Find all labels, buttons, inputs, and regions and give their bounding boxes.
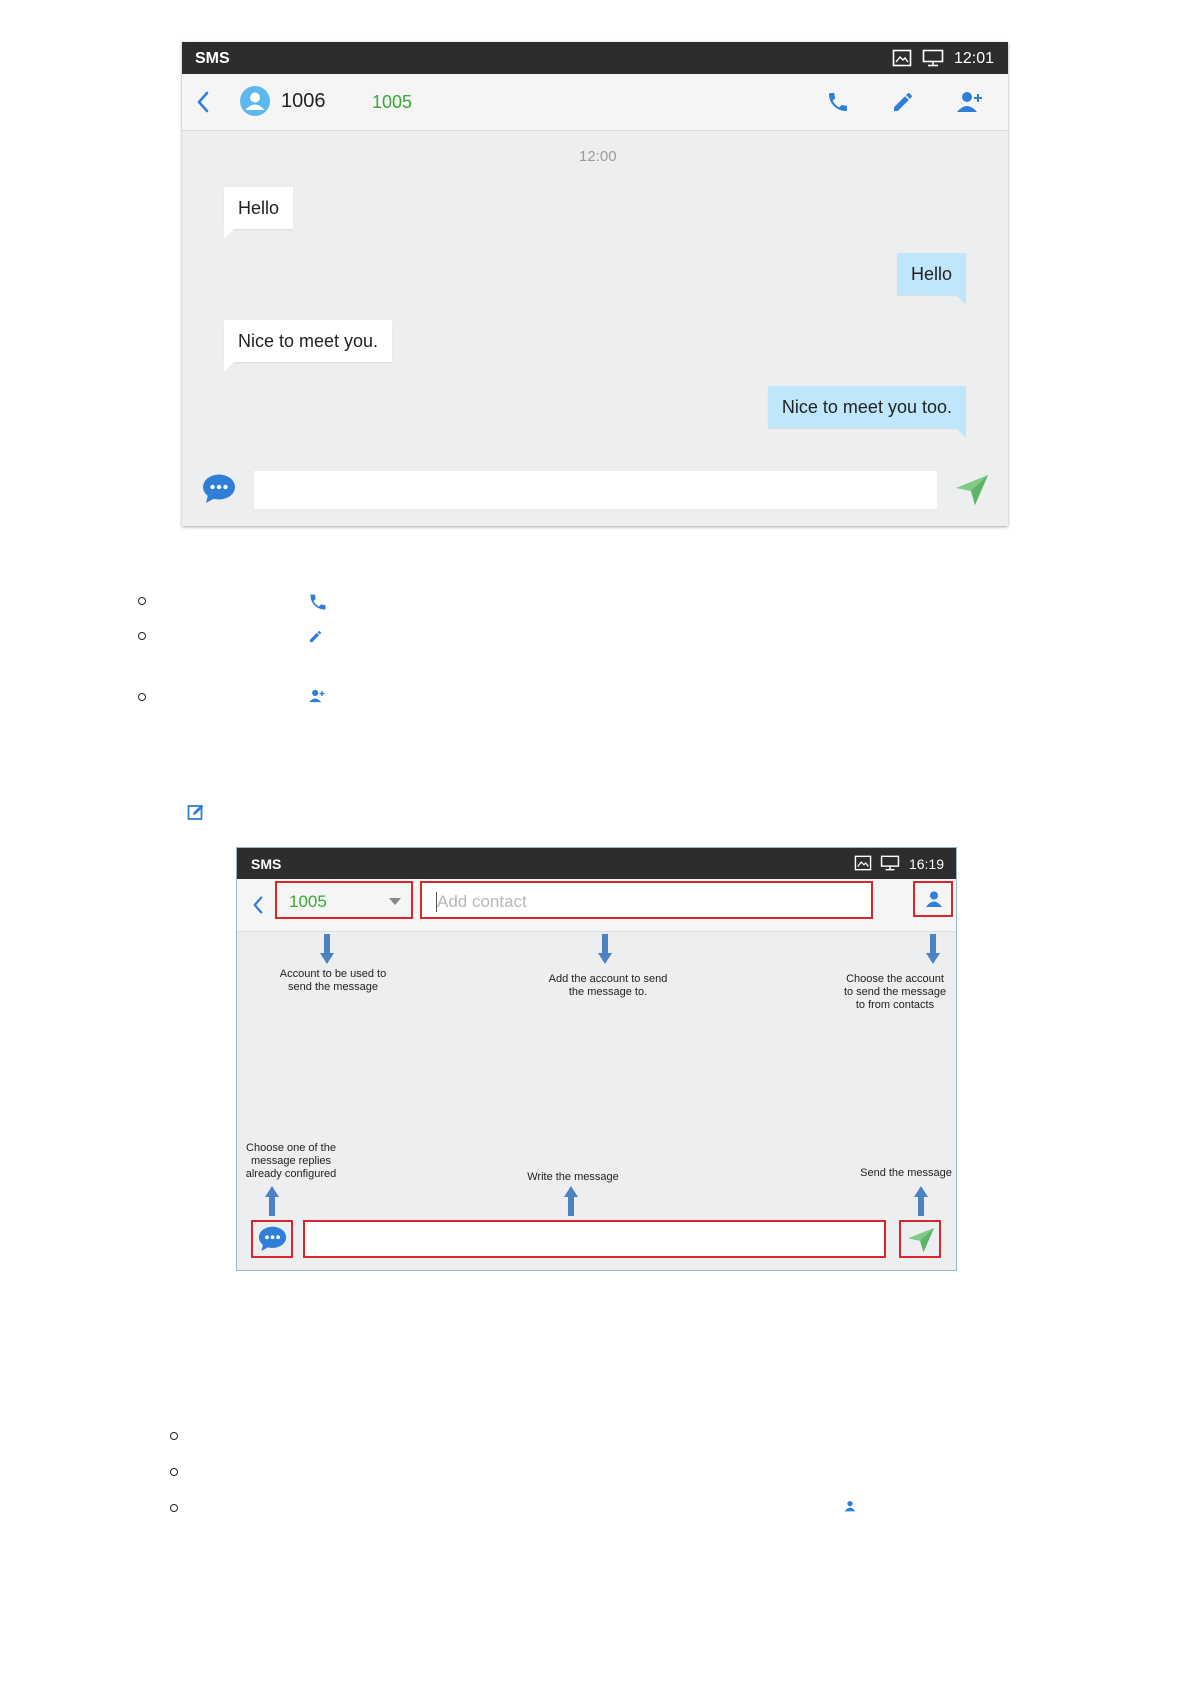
annotation-quick-reply: Choose one of the message replies alread… (241, 1142, 341, 1181)
arrow-up-icon (914, 1186, 928, 1216)
chevron-down-icon (389, 898, 401, 905)
annotation-write: Write the message (513, 1171, 633, 1184)
list-bullet (138, 693, 146, 701)
annotation-line: message replies (250, 1155, 332, 1167)
annotation-line: Choose the account (846, 973, 944, 985)
picture-icon (854, 855, 872, 871)
annotation-line: Add the account to send (548, 973, 668, 985)
new-message-header: 1005 Add contact (237, 879, 956, 932)
annotation-line: Choose one of the (246, 1142, 336, 1154)
message-input[interactable] (254, 471, 937, 509)
person-icon (925, 890, 943, 908)
monitor-icon (880, 855, 900, 871)
send-icon[interactable] (955, 474, 989, 506)
list-bullet (138, 632, 146, 640)
annotation-line: the message to. (568, 986, 648, 998)
list-bullet (138, 597, 146, 605)
chat-bubble-icon[interactable] (202, 474, 236, 504)
annotation-line: to from contacts (855, 999, 935, 1011)
message-input[interactable] (303, 1220, 886, 1258)
arrow-down-icon (320, 934, 334, 964)
annotation-line: Account to be used to (279, 968, 387, 980)
list-bullet (170, 1468, 178, 1476)
send-button[interactable] (899, 1220, 941, 1258)
annotation-line: to send the message (843, 986, 947, 998)
send-icon (907, 1227, 935, 1253)
compose-icon (187, 803, 205, 821)
contacts-button[interactable] (913, 881, 953, 917)
annotation-line: Write the message (527, 1171, 619, 1183)
message-timestamp: 12:00 (579, 148, 617, 165)
pencil-icon (308, 629, 323, 644)
pencil-icon[interactable] (891, 90, 915, 114)
arrow-up-icon (564, 1186, 578, 1216)
account-select[interactable]: 1005 (275, 881, 413, 919)
person-icon (844, 1500, 856, 1512)
arrow-down-icon (926, 934, 940, 964)
arrow-up-icon (265, 1186, 279, 1216)
status-bar-time: 16:19 (908, 856, 944, 872)
conversation-header: 1006 1005 (182, 74, 1008, 131)
status-bar-title: SMS (195, 50, 230, 67)
list-bullet (170, 1504, 178, 1512)
message-text: Hello (910, 264, 952, 284)
annotation-choose-contact: Choose the account to send the message t… (837, 973, 953, 1012)
account-select-value: 1005 (289, 892, 327, 911)
contact-name: 1006 (281, 90, 326, 112)
message-text: Nice to meet you. (238, 331, 379, 351)
account-number: 1005 (372, 92, 413, 112)
new-sms-screenshot: SMS 16:19 1005 Add contact (236, 847, 957, 1271)
outgoing-message: Hello (896, 253, 966, 305)
arrow-down-icon (598, 934, 612, 964)
list-bullet (170, 1432, 178, 1440)
chat-bubble-icon (258, 1226, 287, 1252)
status-bar: SMS 12:01 (182, 42, 1008, 74)
message-text: Nice to meet you too. (781, 397, 952, 417)
sms-conversation-screenshot: SMS 12:01 1006 1005 12:00 Hello Hello (182, 42, 1008, 526)
text-cursor (436, 892, 437, 912)
status-bar-time: 12:01 (953, 50, 994, 67)
annotation-send: Send the message (856, 1167, 956, 1180)
incoming-message: Hello (224, 187, 294, 239)
add-user-icon[interactable] (956, 89, 984, 115)
picture-icon (892, 49, 912, 67)
chevron-left-icon[interactable] (252, 895, 264, 915)
add-contact-placeholder: Add contact (437, 892, 527, 911)
status-bar: SMS 16:19 (237, 848, 956, 879)
incoming-message: Nice to meet you. (224, 320, 393, 372)
annotation-line: send the message (288, 981, 378, 993)
annotation-line: Send the message (860, 1167, 952, 1179)
annotation-account: Account to be used to send the message (269, 968, 397, 994)
quick-reply-button[interactable] (251, 1220, 293, 1258)
phone-icon (308, 592, 328, 612)
add-contact-input[interactable]: Add contact (420, 881, 873, 919)
phone-icon[interactable] (826, 90, 850, 114)
add-user-icon (308, 688, 326, 704)
monitor-icon (922, 49, 944, 67)
user-avatar-icon (240, 86, 270, 116)
chevron-left-icon[interactable] (196, 90, 210, 114)
outgoing-message: Nice to meet you too. (767, 386, 966, 438)
annotation-line: already configured (245, 1168, 337, 1180)
status-bar-title: SMS (251, 856, 282, 872)
message-text: Hello (238, 198, 280, 218)
annotation-add-contact: Add the account to send the message to. (533, 973, 683, 999)
